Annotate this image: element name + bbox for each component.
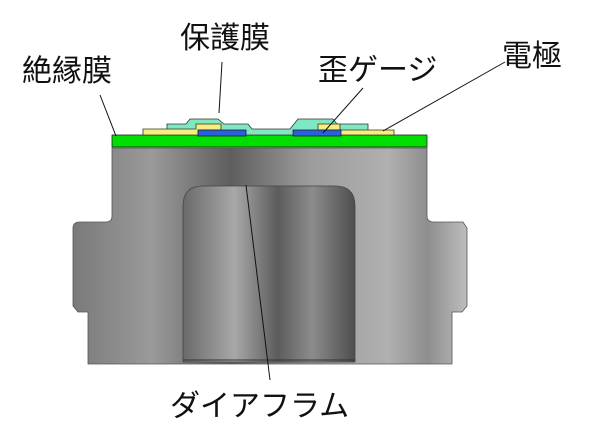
diaphragm-cavity bbox=[182, 185, 356, 363]
leader-insulation bbox=[99, 94, 117, 137]
leader-gauge bbox=[322, 87, 364, 134]
leader-protective bbox=[218, 61, 223, 114]
label-diaphragm: ダイアフラム bbox=[170, 389, 350, 424]
leader-diaphragm bbox=[245, 184, 271, 381]
label-insulation-film: 絶縁膜 bbox=[22, 54, 112, 89]
label-electrode: 電極 bbox=[502, 39, 562, 74]
label-protective-film: 保護膜 bbox=[180, 21, 270, 56]
label-strain-gauge: 歪ゲージ bbox=[318, 53, 438, 88]
leader-electrode bbox=[382, 61, 506, 132]
strain-gauge-left bbox=[197, 129, 247, 137]
insulation-film bbox=[111, 134, 428, 148]
strain-gauge-right bbox=[292, 129, 342, 137]
